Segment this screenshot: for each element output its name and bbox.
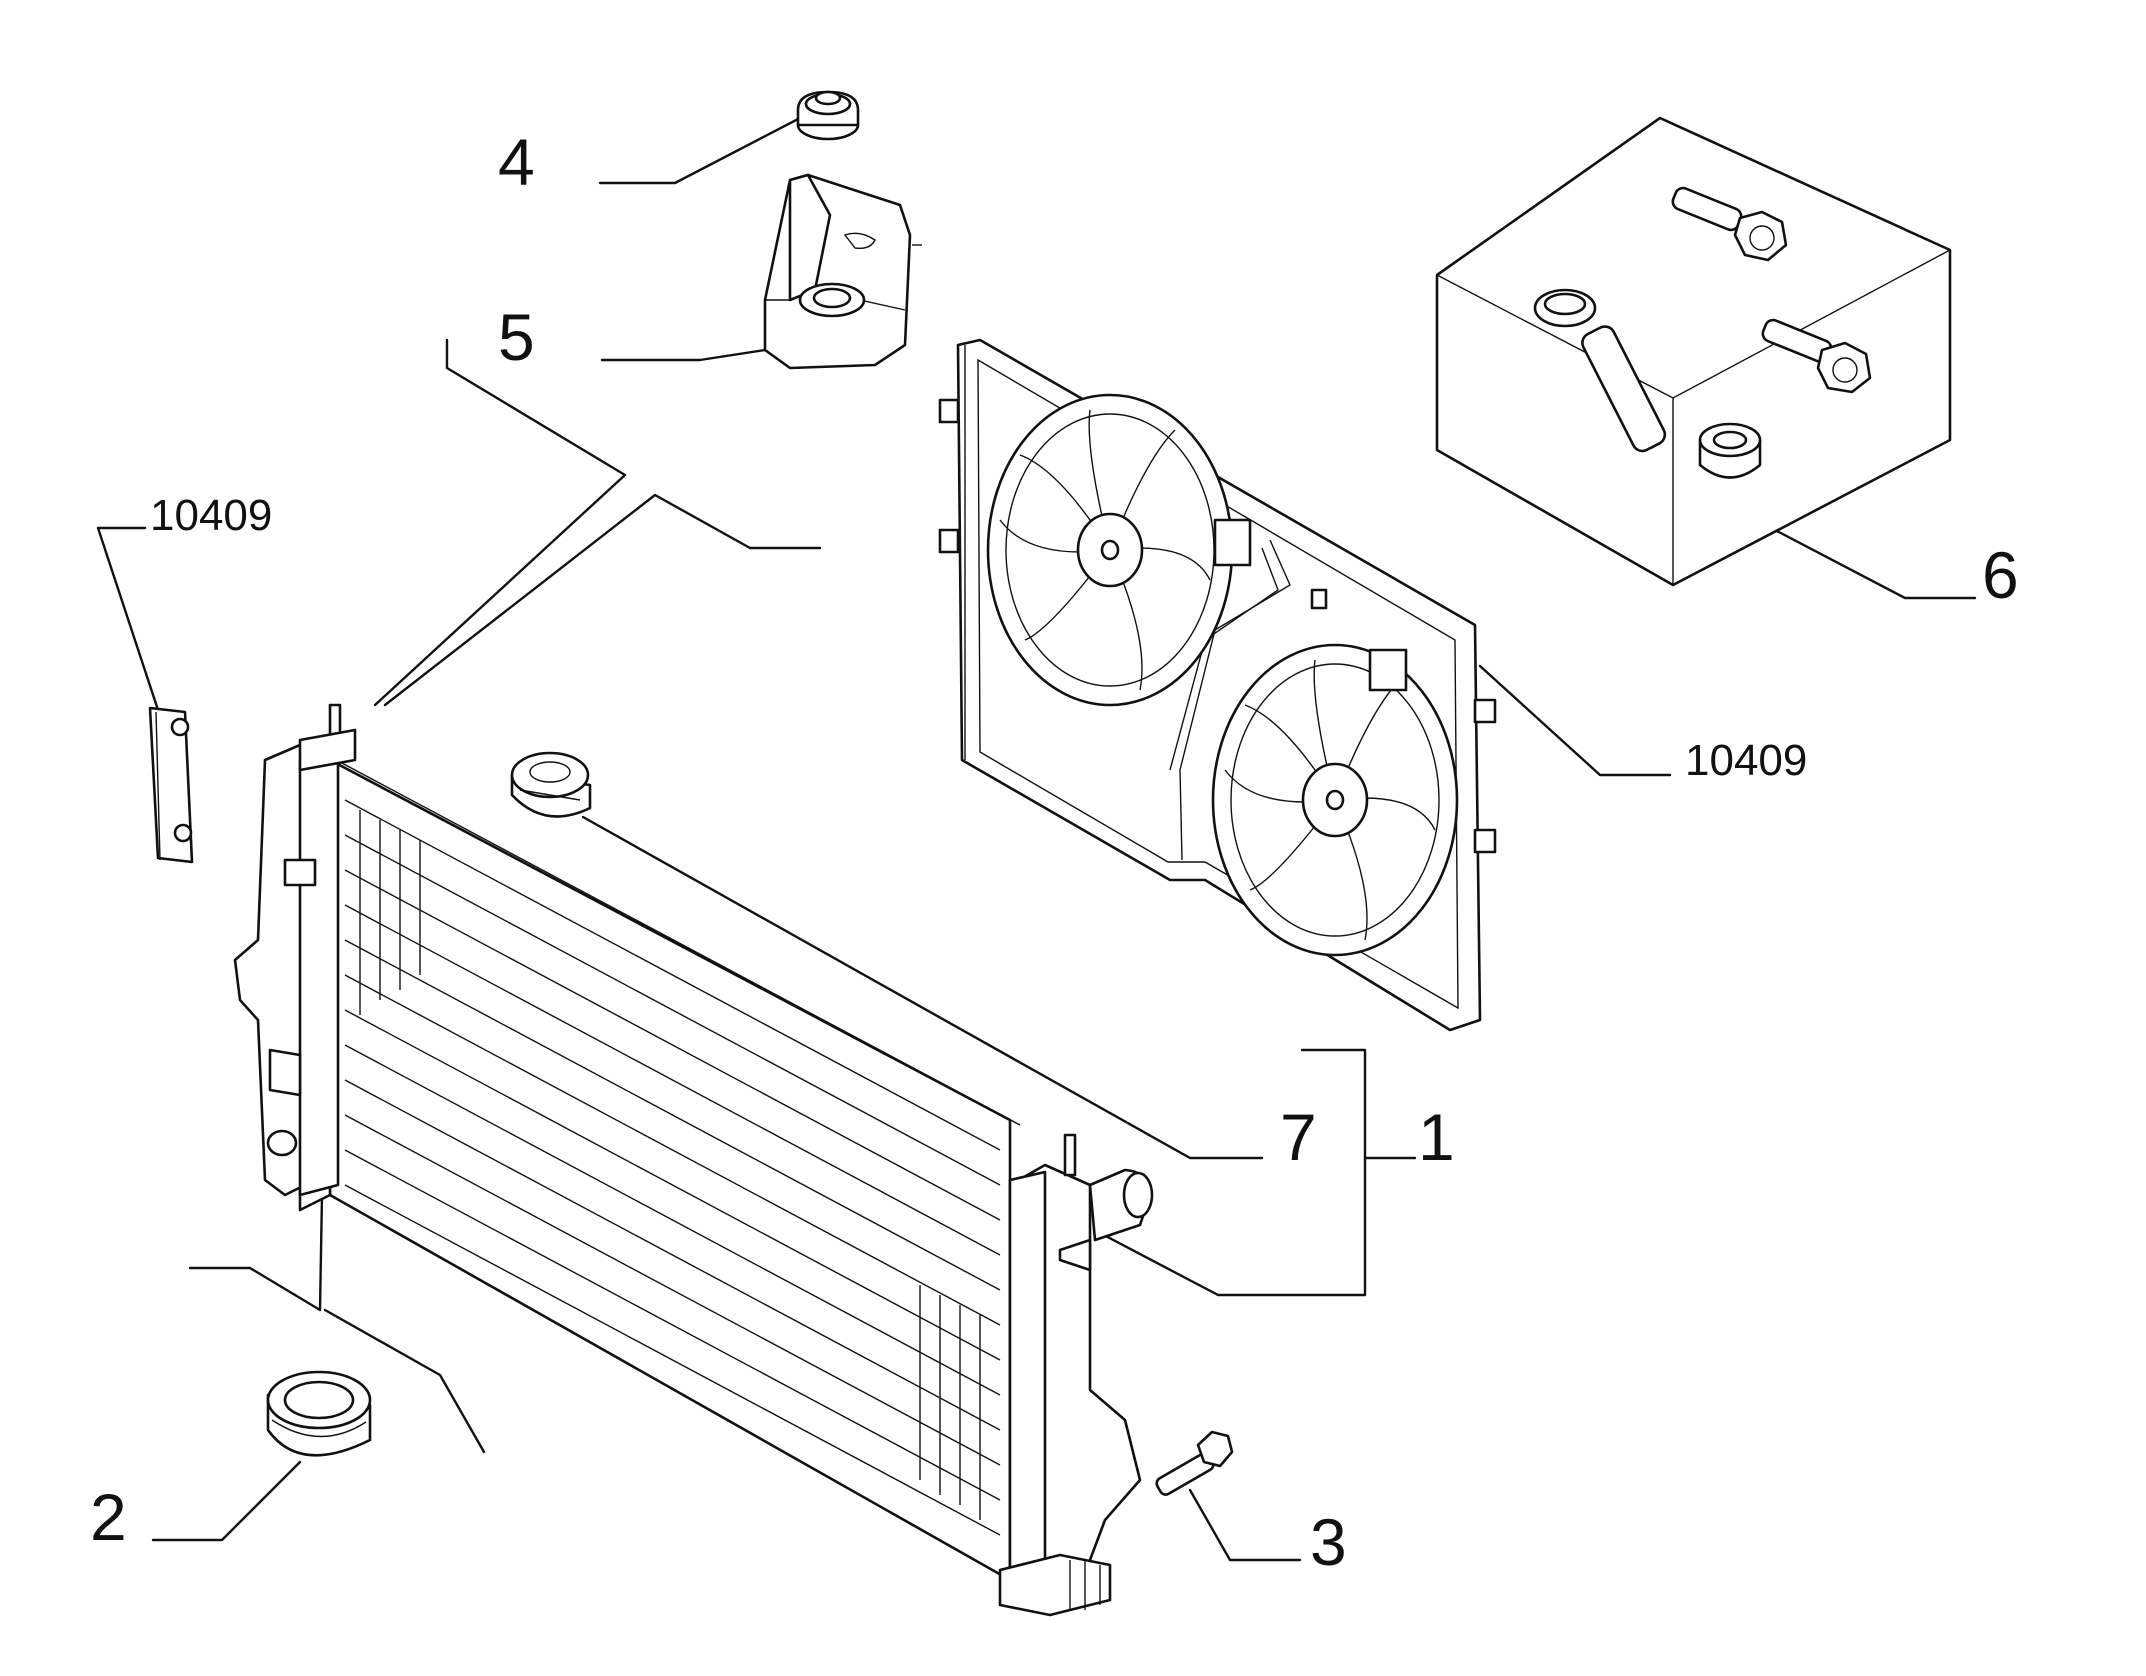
callout-4: 4	[498, 125, 535, 199]
callout-10409-left: 10409	[150, 491, 272, 540]
fan-shroud-10409	[938, 338, 1497, 1032]
fan-2	[1211, 643, 1459, 957]
callout-10409-right: 10409	[1685, 736, 1807, 785]
seal-strip-10409	[148, 706, 194, 864]
callout-5: 5	[498, 300, 535, 374]
callout-3: 3	[1310, 1505, 1347, 1579]
fastener-kit-part-6	[1435, 116, 1952, 587]
bracket-part-5	[763, 173, 922, 370]
callout-7: 7	[1280, 1100, 1317, 1174]
callout-1: 1	[1418, 1100, 1455, 1174]
radiator-part-1	[233, 703, 1154, 1617]
bolt-part-3	[1155, 1430, 1234, 1496]
fan-1	[986, 393, 1234, 707]
filler-cap-part-7	[510, 751, 592, 818]
bushing-part-4	[796, 90, 860, 141]
callout-6: 6	[1982, 538, 2019, 612]
callout-2: 2	[90, 1480, 127, 1554]
leader-lines	[96, 116, 1977, 1562]
grommet-part-2	[266, 1370, 372, 1457]
radiator-fins	[344, 799, 1001, 1536]
callout-labels: 1 2 3 4 5 6 7 10409 10409	[90, 125, 2019, 1579]
